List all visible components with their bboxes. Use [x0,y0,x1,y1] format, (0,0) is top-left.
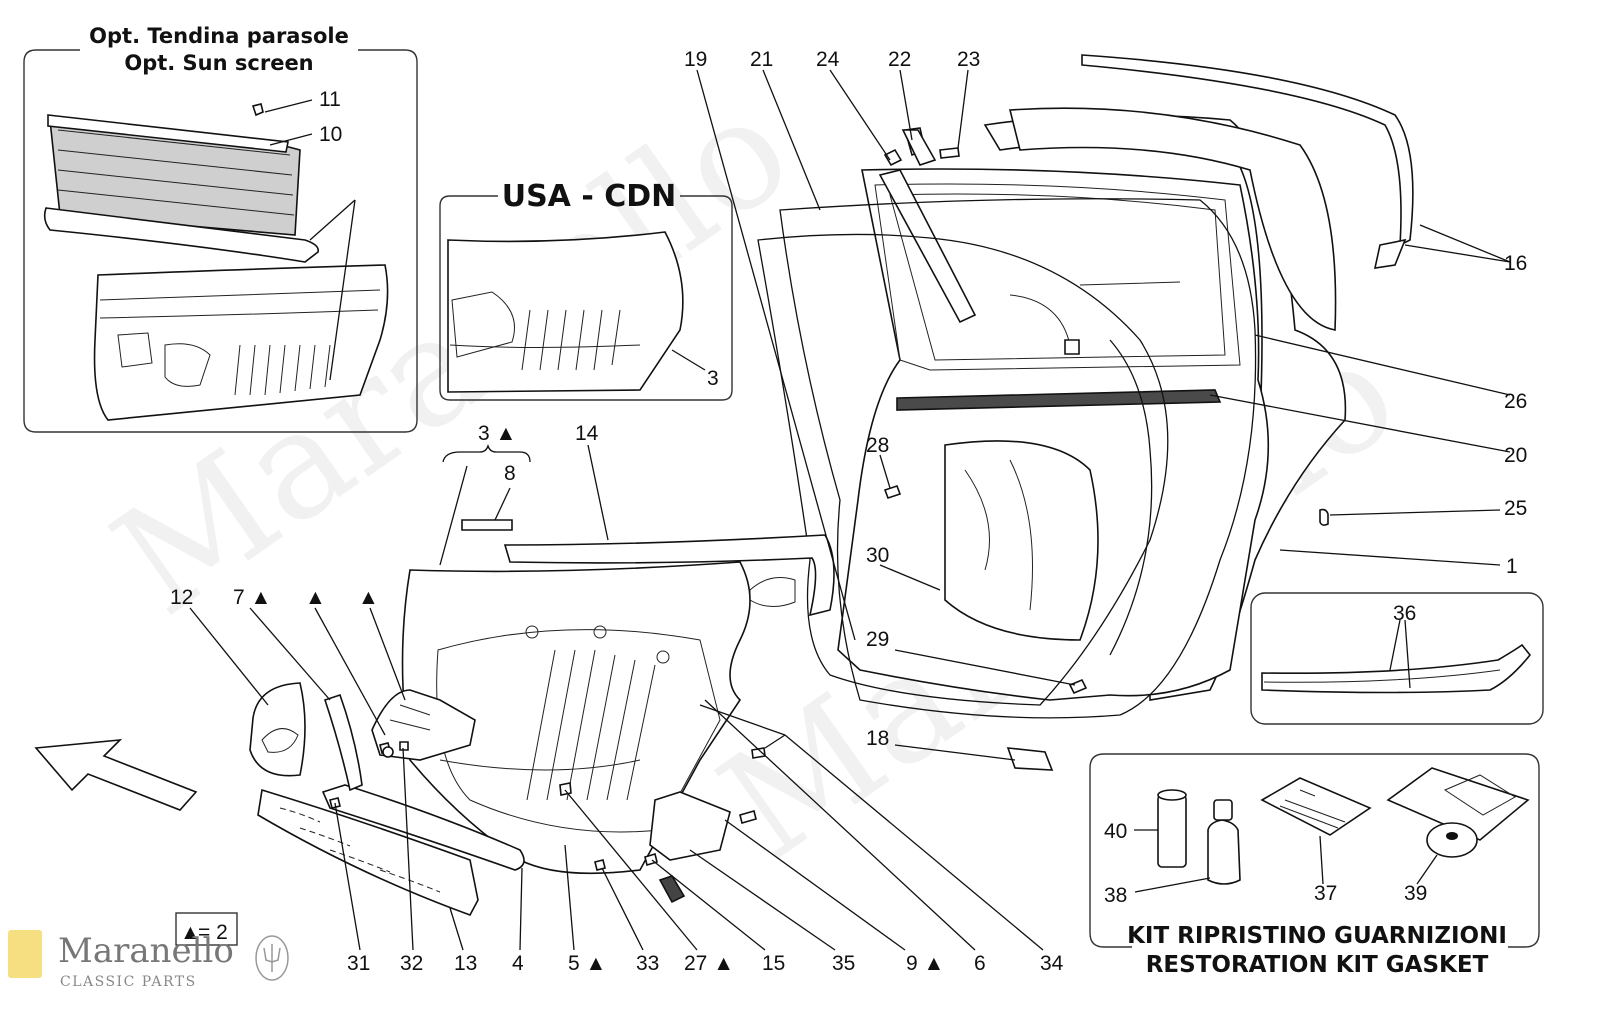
usa-door-panel [447,231,684,393]
callout-11: 11 [319,88,341,111]
callout-7: 7 ▲ [233,586,271,609]
prancing-horse-icon [8,930,42,978]
callout-27: 27 ▲ [684,952,734,975]
door-panel-sketch [93,264,389,421]
inset-sun-screen: Opt. Tendina parasole Opt. Sun screen 11… [23,24,418,433]
callout-9: 9 ▲ [906,952,944,975]
kit-spray-can [1157,789,1187,868]
callout-16: 16 [1504,252,1527,275]
callout-3-usa: 3 [707,367,719,390]
legend-symbol: ▲ [180,921,201,944]
callout-6: 6 [974,952,986,975]
callout-25: 25 [1504,497,1527,520]
callout-20: 20 [1504,444,1527,467]
kit-sheet-37 [1260,777,1372,836]
callout-8: 8 [504,462,516,485]
inset-strip-36: 36 [1250,592,1544,725]
callout-4: 4 [512,952,524,975]
callout-38: 38 [1104,884,1127,907]
leader-lines [189,69,1511,951]
legend-box [175,912,238,946]
brand: Maranello CLASSIC PARTS [8,930,289,990]
inset-title-en: Opt. Sun screen [124,51,313,75]
callout-22: 22 [888,48,911,71]
callout-14: 14 [575,422,599,445]
callout-30: 30 [866,544,889,567]
callout-21: 21 [750,48,773,71]
callout-35: 35 [832,952,855,975]
inset-frame [439,195,733,401]
legend: ▲ = 2 [175,912,238,946]
callout-40: 40 [1104,820,1127,843]
inset-kit: KIT RIPRISTINO GUARNIZIONI RESTORATION K… [1089,753,1540,978]
callout-5: 5 ▲ [568,952,606,975]
inset-frame [1089,753,1540,948]
brand-name: Maranello [58,931,234,971]
callout-19: 19 [684,48,707,71]
callout-26: 26 [1504,390,1527,413]
callout-37: 37 [1314,882,1337,905]
group-brace [442,443,531,463]
callout-18: 18 [866,727,889,750]
inset-usa-cdn: USA - CDN 3 [439,179,733,401]
callout-33: 33 [636,952,659,975]
direction-arrow [34,738,198,811]
callout-24: 24 [816,48,840,71]
sun-screen-part [43,103,320,263]
callout-31: 31 [347,952,370,975]
inset-title: USA - CDN [502,179,677,214]
inset-frame [23,49,418,433]
callout-triangle-b: ▲ [358,586,379,609]
trim-panel-assembly [249,519,1054,916]
callout-34: 34 [1040,952,1064,975]
callout-23: 23 [957,48,980,71]
callout-32: 32 [400,952,423,975]
callout-12: 12 [170,586,193,609]
callout-labels: 1 3 ▲ 8 14 12 7 ▲ ▲ ▲ 31 32 13 4 5 ▲ 33 … [170,48,1527,975]
callout-15: 15 [762,952,785,975]
kit-title-it: KIT RIPRISTINO GUARNIZIONI [1127,923,1507,949]
callout-10: 10 [319,123,342,146]
kit-bottle [1207,799,1241,885]
callout-39: 39 [1404,882,1427,905]
callout-13: 13 [454,952,477,975]
inset-title-it: Opt. Tendina parasole [89,24,349,48]
callout-triangle-a: ▲ [305,586,326,609]
kit-sheet-39 [1386,767,1530,858]
legend-text: = 2 [198,921,228,944]
kit-title-en: RESTORATION KIT GASKET [1146,952,1489,978]
callout-3: 3 ▲ [478,422,516,445]
door-frame-assembly [757,54,1414,719]
inset-frame [1250,592,1544,725]
callout-28: 28 [866,434,889,457]
callout-36: 36 [1393,602,1416,625]
brand-tagline: CLASSIC PARTS [60,974,197,990]
callout-29: 29 [866,628,889,651]
trident-icon [255,935,289,981]
callout-1: 1 [1506,555,1518,578]
